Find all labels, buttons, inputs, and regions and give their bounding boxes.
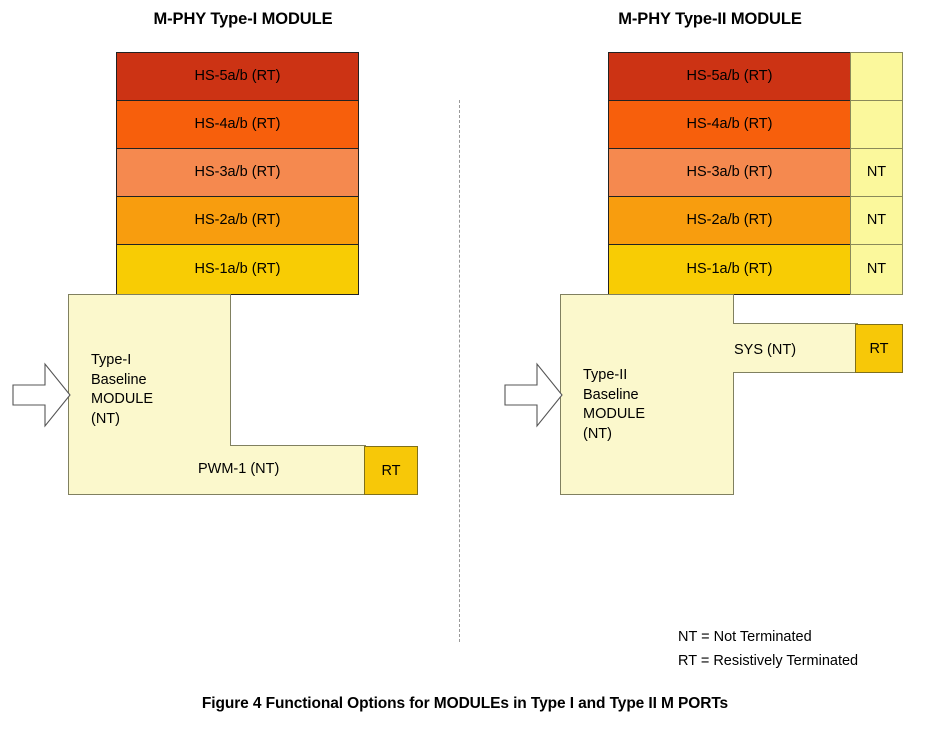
baseline-label-type-2: Type-II Baseline MODULE (NT) <box>583 367 646 442</box>
nt-cell-type-2-2: NT <box>850 196 903 245</box>
rt-block-type-1: RT <box>364 446 418 495</box>
hs-band-type-1-5: HS-5a/b (RT) <box>116 52 359 101</box>
hs-band-type-2-5: HS-5a/b (RT) <box>608 52 851 101</box>
hs-band-label: HS-2a/b (RT) <box>686 212 773 229</box>
legend-line-rt: RT = Resistively Terminated <box>678 653 859 669</box>
hs-band-type-1-1: HS-1a/b (RT) <box>116 244 359 295</box>
rt-block-type-2: RT <box>855 324 903 373</box>
hs-band-type-2-2: HS-2a/b (RT) <box>608 196 851 245</box>
panel-divider <box>459 100 460 642</box>
hs-band-type-1-4: HS-4a/b (RT) <box>116 100 359 149</box>
hs-band-label: HS-4a/b (RT) <box>194 116 281 133</box>
hs-band-type-1-3: HS-3a/b (RT) <box>116 148 359 197</box>
hs-band-label: HS-1a/b (RT) <box>686 261 773 278</box>
hs-band-type-2-4: HS-4a/b (RT) <box>608 100 851 149</box>
figure-caption: Figure 4 Functional Options for MODULEs … <box>201 695 729 712</box>
baseline-module-type-1 <box>68 294 368 495</box>
nt-cell-type-2-5 <box>850 52 903 101</box>
input-arrow-type-2 <box>504 360 564 430</box>
hs-band-label: HS-3a/b (RT) <box>686 164 773 181</box>
panel-title-type-2: M-PHY Type-II MODULE <box>618 10 802 28</box>
rt-block-label: RT <box>381 462 401 479</box>
nt-cell-label: NT <box>866 164 887 181</box>
arm-label-type-2: SYS (NT) <box>734 342 797 358</box>
nt-cell-type-2-3: NT <box>850 148 903 197</box>
nt-cell-type-2-1: NT <box>850 244 903 295</box>
rt-block-label: RT <box>869 340 889 357</box>
hs-band-type-2-1: HS-1a/b (RT) <box>608 244 851 295</box>
arm-label-type-1: PWM-1 (NT) <box>198 461 280 477</box>
hs-band-label: HS-2a/b (RT) <box>194 212 281 229</box>
hs-band-label: HS-1a/b (RT) <box>194 261 281 278</box>
input-arrow-type-1 <box>12 360 72 430</box>
baseline-shape-type-1 <box>68 294 366 495</box>
hs-band-type-2-3: HS-3a/b (RT) <box>608 148 851 197</box>
nt-cell-label: NT <box>866 261 887 278</box>
hs-band-label: HS-4a/b (RT) <box>686 116 773 133</box>
panel-title-type-1: M-PHY Type-I MODULE <box>153 10 333 28</box>
baseline-label-type-1: Type-I Baseline MODULE (NT) <box>91 352 154 427</box>
hs-band-label: HS-5a/b (RT) <box>686 68 773 85</box>
nt-cell-label: NT <box>866 212 887 229</box>
hs-band-label: HS-3a/b (RT) <box>194 164 281 181</box>
hs-band-type-1-2: HS-2a/b (RT) <box>116 196 359 245</box>
hs-band-label: HS-5a/b (RT) <box>194 68 281 85</box>
legend-line-nt: NT = Not Terminated <box>678 629 812 645</box>
nt-cell-type-2-4 <box>850 100 903 149</box>
